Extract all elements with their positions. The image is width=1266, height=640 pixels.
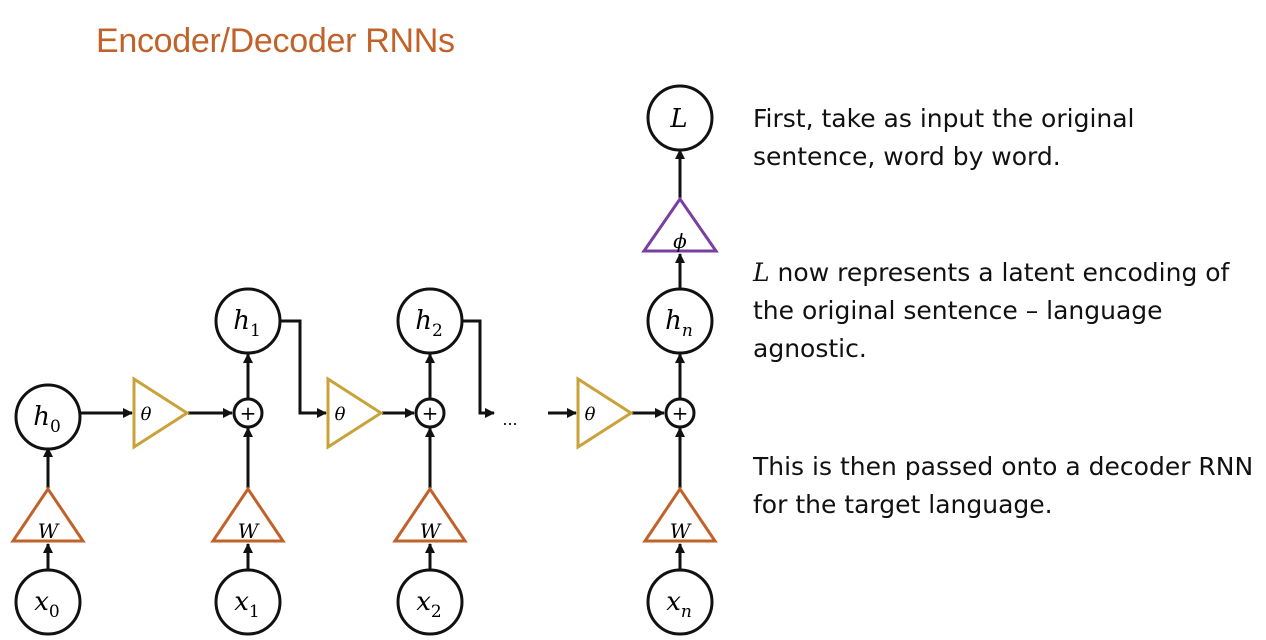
node-label: x1 (234, 587, 260, 622)
plus-node-1: + (232, 397, 264, 429)
plus-label: + (422, 401, 439, 425)
triangle-shape (576, 376, 634, 450)
node-circle (14, 568, 82, 636)
phi-triangle: ϕ (641, 196, 719, 253)
node-label: x2 (416, 587, 442, 622)
plus-label: + (672, 401, 689, 425)
triangle-shape (132, 376, 190, 450)
paragraph-decoder-step: This is then passed onto a decoder RNN f… (753, 452, 1254, 519)
node-circle (646, 568, 714, 636)
ellipsis: ... (502, 410, 517, 429)
plus-circle (414, 397, 446, 429)
node-h1: h1 (214, 287, 282, 355)
slide-title: Encoder/Decoder RNNs (96, 22, 455, 60)
triangle-shape (10, 486, 86, 543)
node-circle (214, 287, 282, 355)
w-triangle-1: W (210, 486, 286, 543)
paragraph-latent-encoding: L now represents a latent encoding of th… (753, 254, 1263, 368)
w-label: W (420, 519, 442, 543)
node-h2: h2 (396, 287, 464, 355)
triangle-shape (326, 376, 384, 450)
triangle-shape (642, 486, 718, 543)
node-h0: h0 (14, 383, 82, 451)
node-circle (646, 287, 714, 355)
theta-label: θ (335, 404, 346, 425)
triangle-shape (210, 486, 286, 543)
theta-label: θ (141, 404, 152, 425)
node-circle (396, 568, 464, 636)
triangle-shape (392, 486, 468, 543)
paragraph-input-step: First, take as input the original senten… (753, 104, 1135, 171)
node-label: h1 (233, 306, 261, 341)
node-L: L (646, 84, 714, 152)
w-label: W (38, 519, 60, 543)
node-label: xn (666, 587, 692, 622)
node-xn: xn (646, 568, 714, 636)
node-circle (14, 383, 82, 451)
latent-symbol: L (753, 258, 770, 287)
phi-label: ϕ (673, 229, 687, 253)
node-circle (396, 287, 464, 355)
node-circle (214, 568, 282, 636)
arrow-h1-theta (281, 319, 327, 418)
encoder-rnn-diagram: W W W W θ θ θ ϕ (10, 84, 719, 636)
theta-triangle-n: θ (576, 376, 634, 450)
node-label: h0 (33, 402, 61, 437)
w-triangle-0: W (10, 486, 86, 543)
plus-circle (232, 397, 264, 429)
latent-description: now represents a latent encoding of the … (753, 258, 1230, 363)
plus-node-2: + (414, 397, 446, 429)
w-label: W (238, 519, 260, 543)
node-hn: hn (646, 287, 714, 355)
w-label: W (670, 519, 692, 543)
node-x0: x0 (14, 568, 82, 636)
node-x2: x2 (396, 568, 464, 636)
node-label: x0 (34, 587, 60, 622)
theta-triangle-2: θ (326, 376, 384, 450)
theta-label: θ (585, 404, 596, 425)
plus-label: + (240, 401, 257, 425)
arrow-h2-ellipsis (463, 319, 495, 418)
w-triangle-n: W (642, 486, 718, 543)
triangle-shape (641, 196, 719, 253)
connections (43, 149, 685, 570)
w-triangle-2: W (392, 486, 468, 543)
node-circle (646, 84, 714, 152)
node-label: L (669, 104, 687, 134)
node-x1: x1 (214, 568, 282, 636)
node-label: h2 (415, 306, 443, 341)
node-label: hn (665, 306, 693, 341)
theta-triangle-1: θ (132, 376, 190, 450)
plus-circle (664, 397, 696, 429)
plus-node-n: + (664, 397, 696, 429)
